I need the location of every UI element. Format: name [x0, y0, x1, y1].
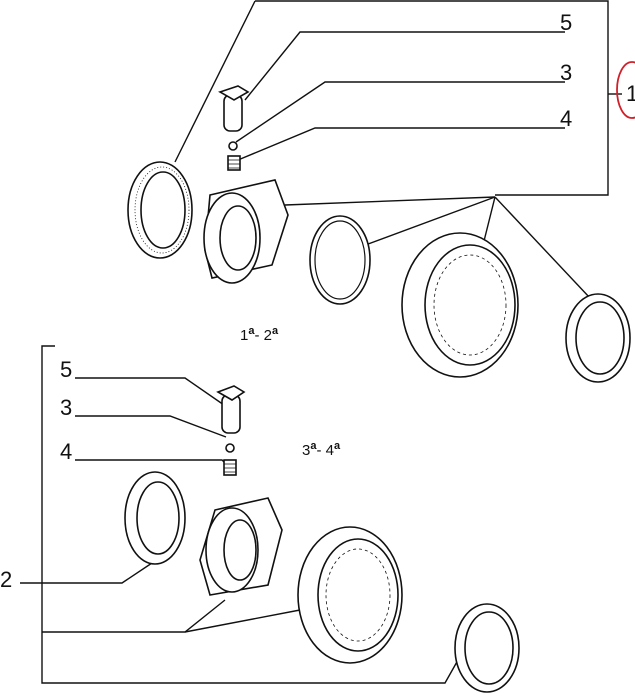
- top-pin: [218, 85, 250, 132]
- top-gear-label: 1a- 2a: [240, 325, 279, 344]
- bottom-sync-ring-right: [454, 603, 520, 693]
- gear-sup: a: [310, 440, 317, 452]
- top-ball: [228, 141, 238, 151]
- gear-num: 4: [325, 442, 334, 459]
- top-callout-5: 5: [560, 10, 573, 35]
- bottom-sleeve: [297, 526, 403, 664]
- bottom-spring: [223, 459, 237, 476]
- bottom-callout-4: 4: [60, 439, 73, 464]
- group-label-2[interactable]: 2: [0, 567, 13, 592]
- bottom-gear-label: 3a- 4a: [302, 440, 341, 459]
- top-sync-ring-right: [565, 293, 631, 383]
- bottom-callout-3: 3: [60, 395, 73, 420]
- gear-sup: a: [333, 440, 341, 452]
- gear-sup: a: [248, 325, 255, 337]
- top-spring: [227, 155, 241, 171]
- top-snap-ring: [309, 215, 371, 305]
- gear-num: 2: [263, 327, 272, 344]
- gear-sup: a: [271, 325, 279, 337]
- group-label-1[interactable]: 1: [626, 81, 635, 106]
- top-sync-ring-left: [127, 161, 193, 259]
- bottom-pin: [216, 385, 246, 434]
- top-leader-lines: [174, 0, 622, 299]
- top-callout-3: 3: [560, 60, 573, 85]
- bottom-ball: [225, 443, 235, 453]
- bottom-callout-5: 5: [60, 357, 73, 382]
- bottom-hub: [199, 497, 283, 596]
- gear-num: 1: [240, 327, 249, 344]
- gear-num: 3: [302, 442, 311, 459]
- highlight-circle: [616, 61, 635, 119]
- bottom-sync-ring-left: [124, 471, 186, 565]
- top-hub: [203, 179, 289, 284]
- top-callout-4: 4: [560, 106, 573, 131]
- top-sleeve: [401, 232, 519, 378]
